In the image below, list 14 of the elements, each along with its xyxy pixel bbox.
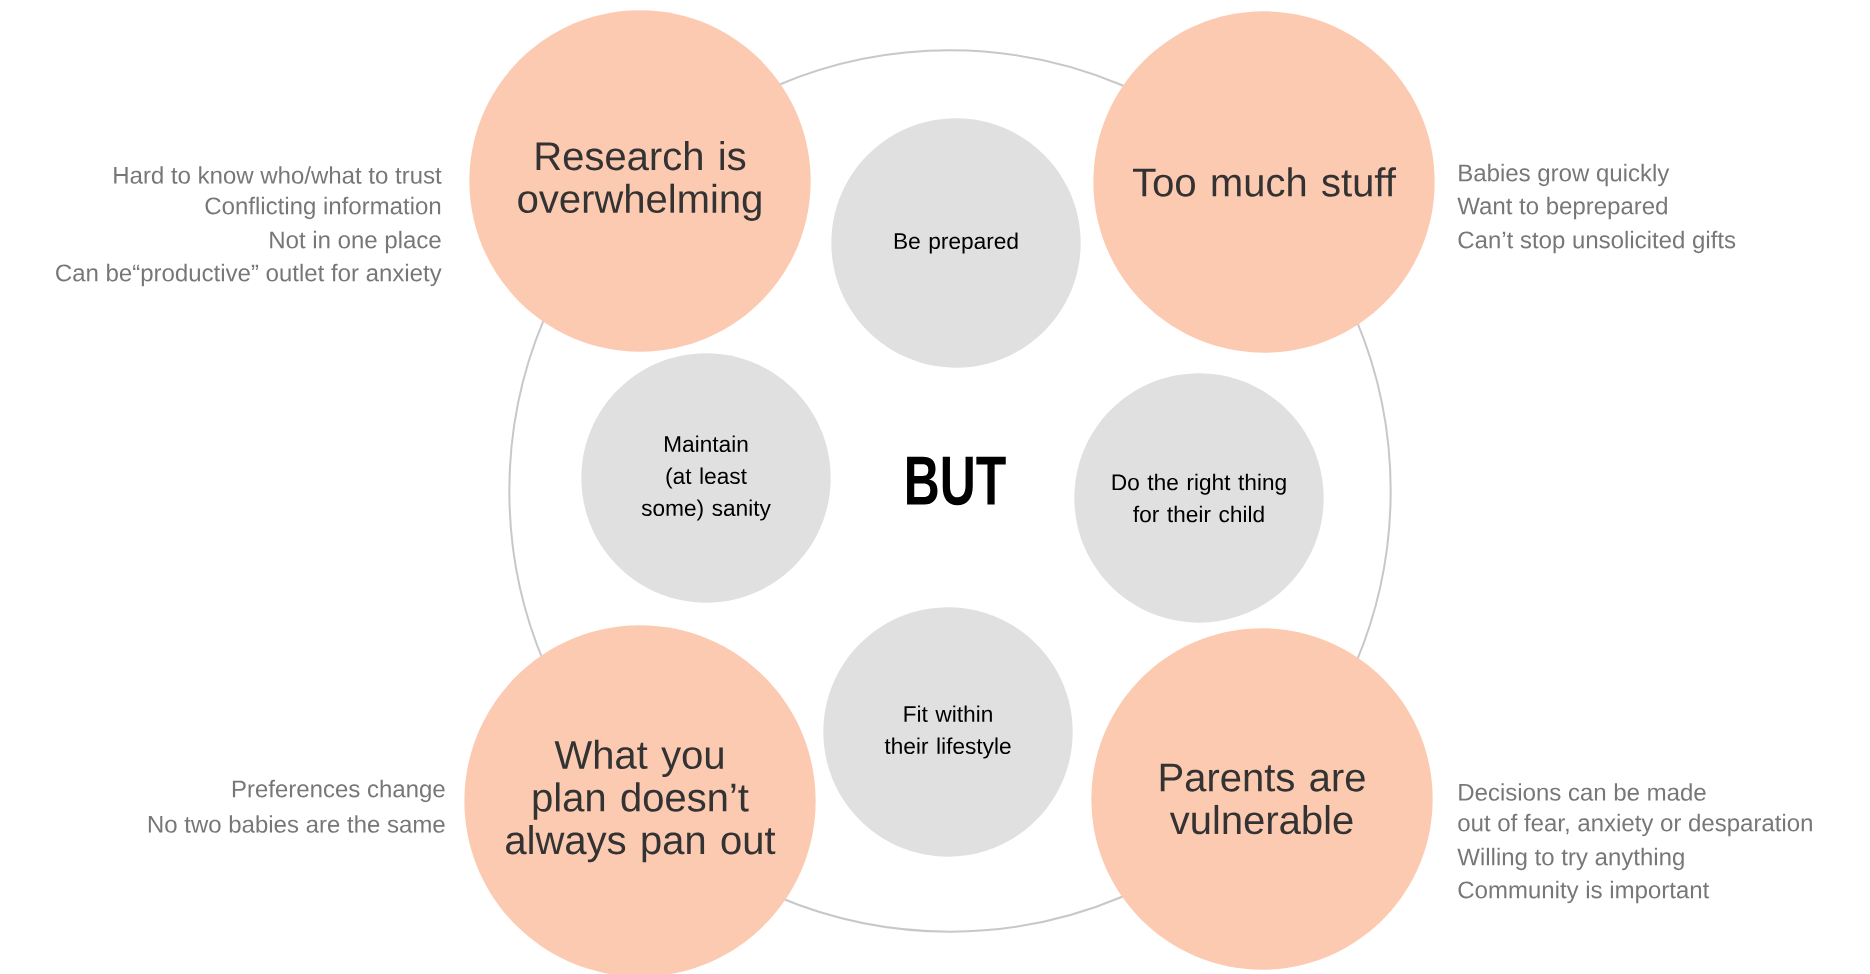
note-text: Can be“productive” outlet for anxiety [56, 263, 442, 287]
note-text: out of fear, anxiety or desparation [1458, 813, 1812, 837]
note-text: Babies grow quickly [1459, 163, 1670, 187]
note-text: Decisions can be made [1459, 783, 1706, 801]
note-text: Preferences change [232, 779, 445, 803]
note-text: Conflicting information [205, 196, 441, 220]
note-text: No two babies are the same [148, 815, 445, 833]
note-text: Willing to try anything [1457, 847, 1684, 871]
note-text: Can’t stop unsolicited gifts [1458, 230, 1736, 254]
note-text: Community is important [1458, 880, 1710, 904]
center-word: BUT [907, 456, 1006, 506]
note-text: Want to beprepared [1457, 196, 1667, 220]
note-text: Hard to know who/what to trust [114, 166, 442, 184]
note-text: Not in one place [270, 230, 441, 254]
